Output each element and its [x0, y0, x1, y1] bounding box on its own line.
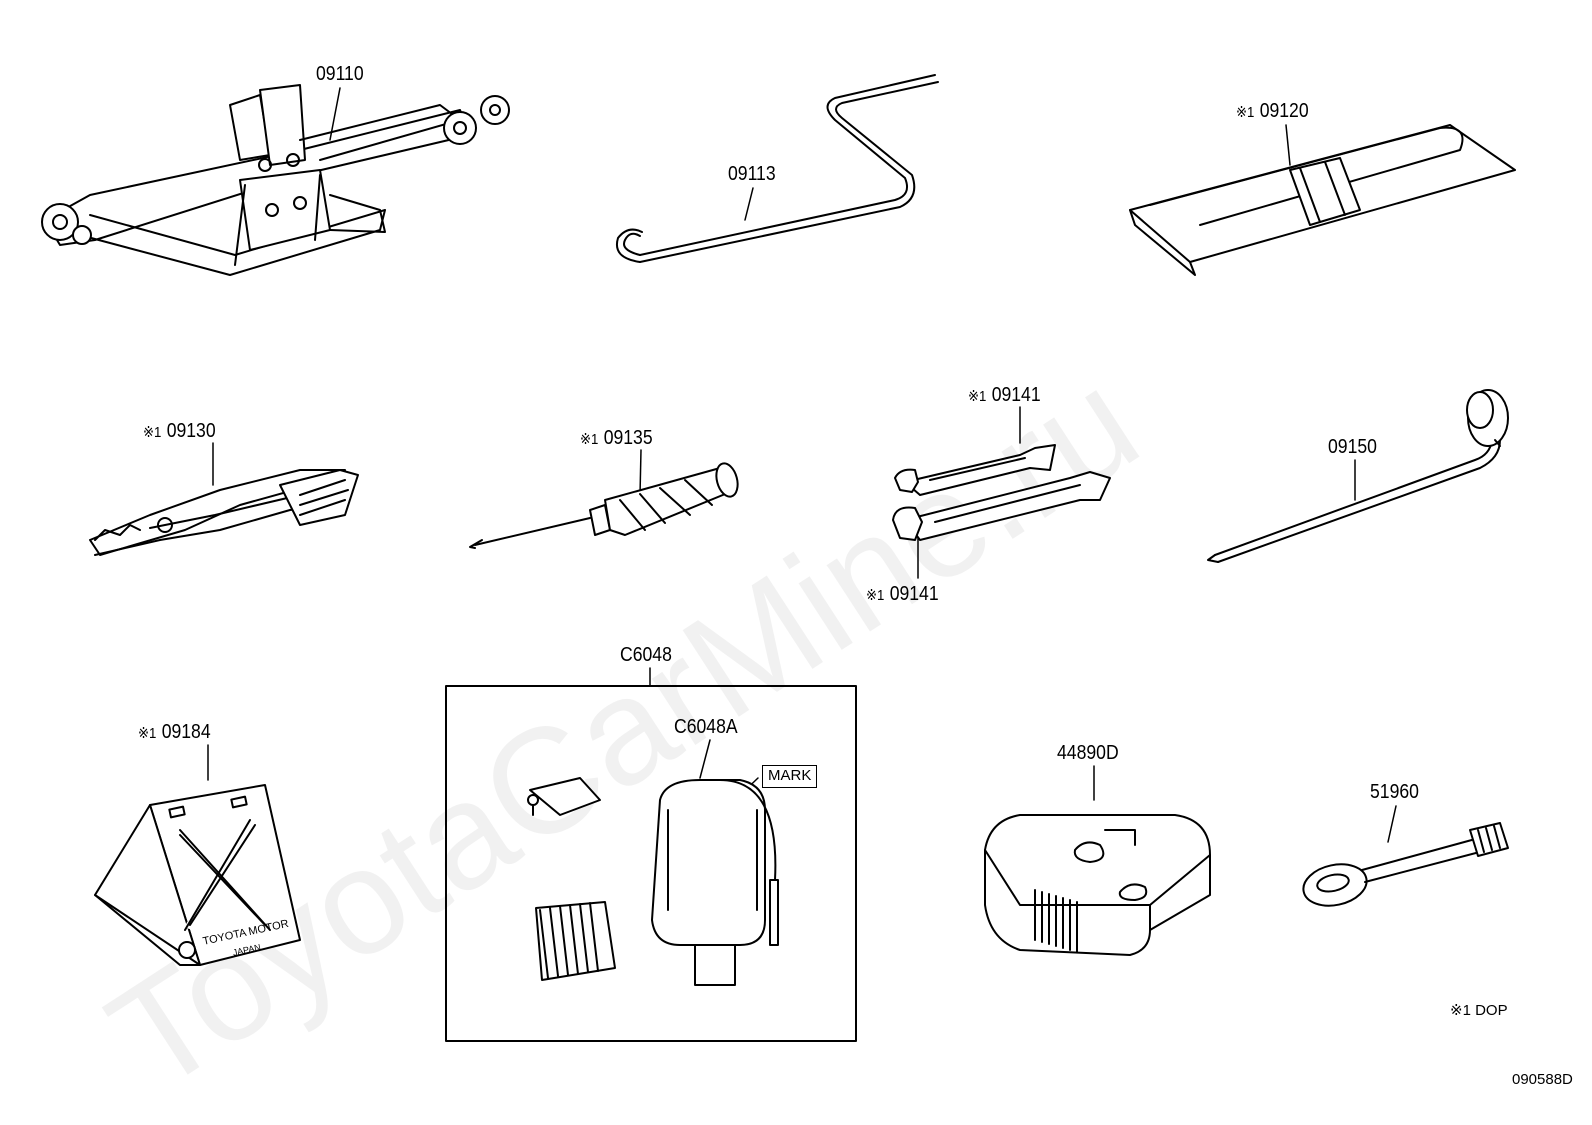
dop-marker: ※1 — [1236, 104, 1255, 121]
repair-kit-box — [445, 685, 857, 1042]
part-number-jack: 09110 — [316, 63, 364, 85]
legend-text: DOP — [1475, 1002, 1508, 1019]
dop-marker: ※1 — [580, 431, 599, 448]
compressor-drawing — [984, 814, 1211, 956]
leader-lines — [207, 87, 1397, 843]
part-number-wheel-nut-wrench: 09150 — [1328, 436, 1377, 458]
part-number-compressor: 44890D — [1057, 742, 1119, 764]
wheel-nut-wrench-drawing — [1207, 389, 1509, 563]
screwdriver-drawing — [469, 462, 739, 549]
part-number-wrench-top: 09141 — [991, 384, 1041, 406]
scissor-jack-drawing — [41, 84, 510, 276]
tool-bag-drawing — [1129, 124, 1516, 276]
part-number-screwdriver: 09135 — [603, 427, 653, 449]
part-number-jack-handle: 09113 — [728, 163, 776, 185]
dop-marker: ※1 — [866, 587, 885, 604]
part-number-wrench-bottom: 09141 — [889, 583, 939, 605]
wheel-chock-drawing — [94, 784, 301, 966]
legend-symbol: ※1 — [1450, 1002, 1471, 1019]
mark-label: MARK — [762, 765, 818, 788]
part-number-towing-eye: 51960 — [1370, 781, 1419, 803]
part-number-repair-kit: C6048 — [620, 644, 672, 666]
drawing-id: 090588D — [1512, 1071, 1573, 1088]
dop-marker: ※1 — [143, 424, 162, 441]
repair-kit-drawing — [527, 777, 779, 986]
dop-marker: ※1 — [138, 725, 157, 742]
towing-eye-drawing — [1302, 822, 1509, 907]
diagram-artwork — [41, 74, 1516, 1042]
parts-diagram: ToyotaCarMine.ru — [41, 63, 1573, 1123]
wrenches-drawing — [892, 444, 1111, 541]
part-number-repair-kit-bottle: C6048A — [674, 716, 738, 738]
dop-marker: ※1 — [968, 388, 987, 405]
pliers-drawing — [89, 469, 359, 556]
jack-handle-drawing — [616, 74, 939, 263]
legend: ※1 DOP — [1450, 1003, 1508, 1018]
part-number-tool-bag: 09120 — [1259, 100, 1309, 122]
part-number-wheel-chock: 09184 — [161, 721, 211, 743]
part-number-pliers: 09130 — [166, 420, 216, 442]
